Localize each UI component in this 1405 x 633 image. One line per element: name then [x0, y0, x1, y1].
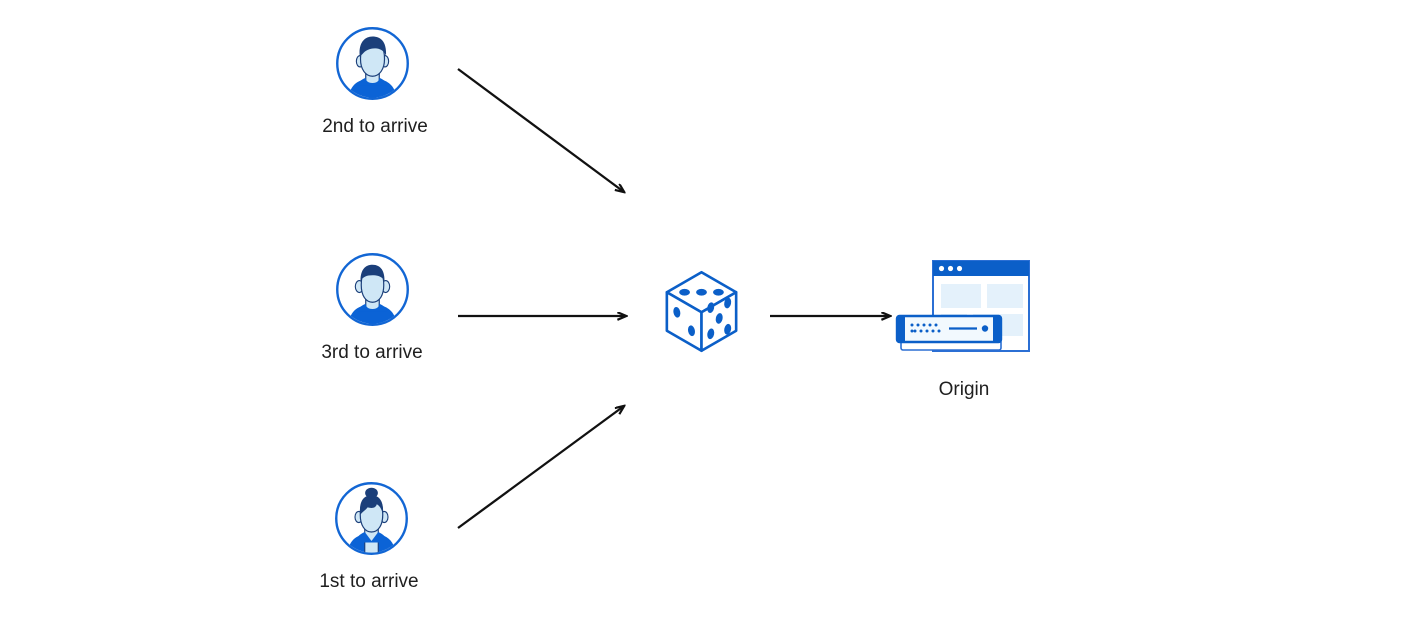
user-avatar-icon [336, 27, 409, 100]
node-label-client-1st: 1st to arrive [319, 571, 419, 592]
node-client-1st [334, 481, 409, 556]
node-origin-server [893, 258, 1033, 368]
edge-2nd-to-dice [457, 68, 624, 192]
origin-server-icon [895, 260, 1030, 352]
node-random-selector [663, 269, 740, 354]
user-avatar-icon [336, 253, 409, 326]
server-device-icon [895, 314, 1003, 351]
node-label-origin-server: Origin [938, 379, 990, 400]
dice-icon [665, 270, 738, 353]
node-client-3rd [335, 252, 410, 327]
node-label-client-2nd: 2nd to arrive [322, 116, 428, 137]
user-avatar-icon [335, 482, 408, 555]
node-label-client-3rd: 3rd to arrive [321, 342, 423, 363]
node-client-2nd [335, 26, 410, 101]
edge-1st-to-dice [457, 406, 624, 529]
